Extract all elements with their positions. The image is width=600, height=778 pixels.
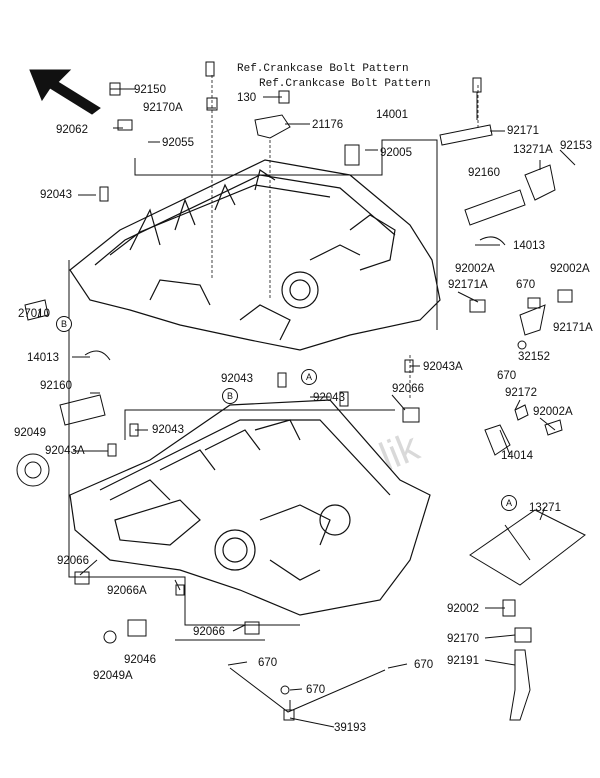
front-direction-arrow-icon — [29, 69, 101, 115]
label-92002: 92002 — [447, 603, 479, 615]
label-92066-a: 92066 — [392, 383, 424, 395]
label-92170A: 92170A — [143, 102, 183, 114]
label-13271: 13271 — [529, 502, 561, 514]
label-21176: 21176 — [312, 119, 344, 131]
label-670-c: 670 — [258, 657, 278, 669]
label-92043A-a: 92043A — [423, 361, 463, 373]
label-92043A-b: 92043A — [45, 445, 85, 457]
label-92171: 92171 — [507, 125, 539, 137]
lower-crankcase — [69, 399, 431, 616]
label-92160-b: 92160 — [40, 380, 72, 392]
marker-a-case: A — [301, 369, 317, 385]
label-92046: 92046 — [124, 654, 156, 666]
label-92172: 92172 — [505, 387, 537, 399]
label-92066-b: 92066 — [57, 555, 89, 567]
label-14001: 14001 — [376, 109, 408, 121]
label-92153: 92153 — [560, 140, 592, 152]
label-92049: 92049 — [14, 427, 46, 439]
label-92055: 92055 — [162, 137, 194, 149]
label-92043-a: 92043 — [40, 189, 72, 201]
label-92160-a: 92160 — [468, 167, 500, 179]
label-92066-c: 92066 — [193, 626, 225, 638]
marker-a-pan: A — [501, 495, 517, 511]
label-92002A-a: 92002A — [455, 263, 495, 275]
label-14013-b: 14013 — [27, 352, 59, 364]
label-92043-c: 92043 — [313, 392, 345, 404]
label-39193: 39193 — [334, 722, 366, 734]
label-92049A: 92049A — [93, 670, 133, 682]
label-92062: 92062 — [56, 124, 88, 136]
upper-crankcase — [69, 159, 441, 351]
label-92171A-a: 92171A — [448, 279, 488, 291]
label-92170: 92170 — [447, 633, 479, 645]
ref-note-2: Ref.Crankcase Bolt Pattern — [259, 78, 431, 90]
ref-note-1: Ref.Crankcase Bolt Pattern — [237, 63, 409, 75]
label-13271A: 13271A — [513, 144, 553, 156]
label-92191: 92191 — [447, 655, 479, 667]
marker-b-case: B — [222, 388, 238, 404]
label-130: 130 — [237, 92, 257, 104]
label-670-a: 670 — [516, 279, 536, 291]
label-92043-b: 92043 — [221, 373, 253, 385]
label-32152: 32152 — [518, 351, 550, 363]
label-670-b: 670 — [497, 370, 517, 382]
label-27010: 27010 — [18, 308, 50, 320]
label-92171A-b: 92171A — [553, 322, 593, 334]
label-92002A-c: 92002A — [533, 406, 573, 418]
label-92002A-b: 92002A — [550, 263, 590, 275]
label-14013-a: 14013 — [513, 240, 545, 252]
label-92150: 92150 — [134, 84, 166, 96]
label-92043-d: 92043 — [152, 424, 184, 436]
marker-b-upper: B — [56, 316, 72, 332]
label-92005: 92005 — [380, 147, 412, 159]
label-92066A: 92066A — [107, 585, 147, 597]
label-14014: 14014 — [501, 450, 533, 462]
label-670-d: 670 — [414, 659, 434, 671]
label-670-e: 670 — [306, 684, 326, 696]
